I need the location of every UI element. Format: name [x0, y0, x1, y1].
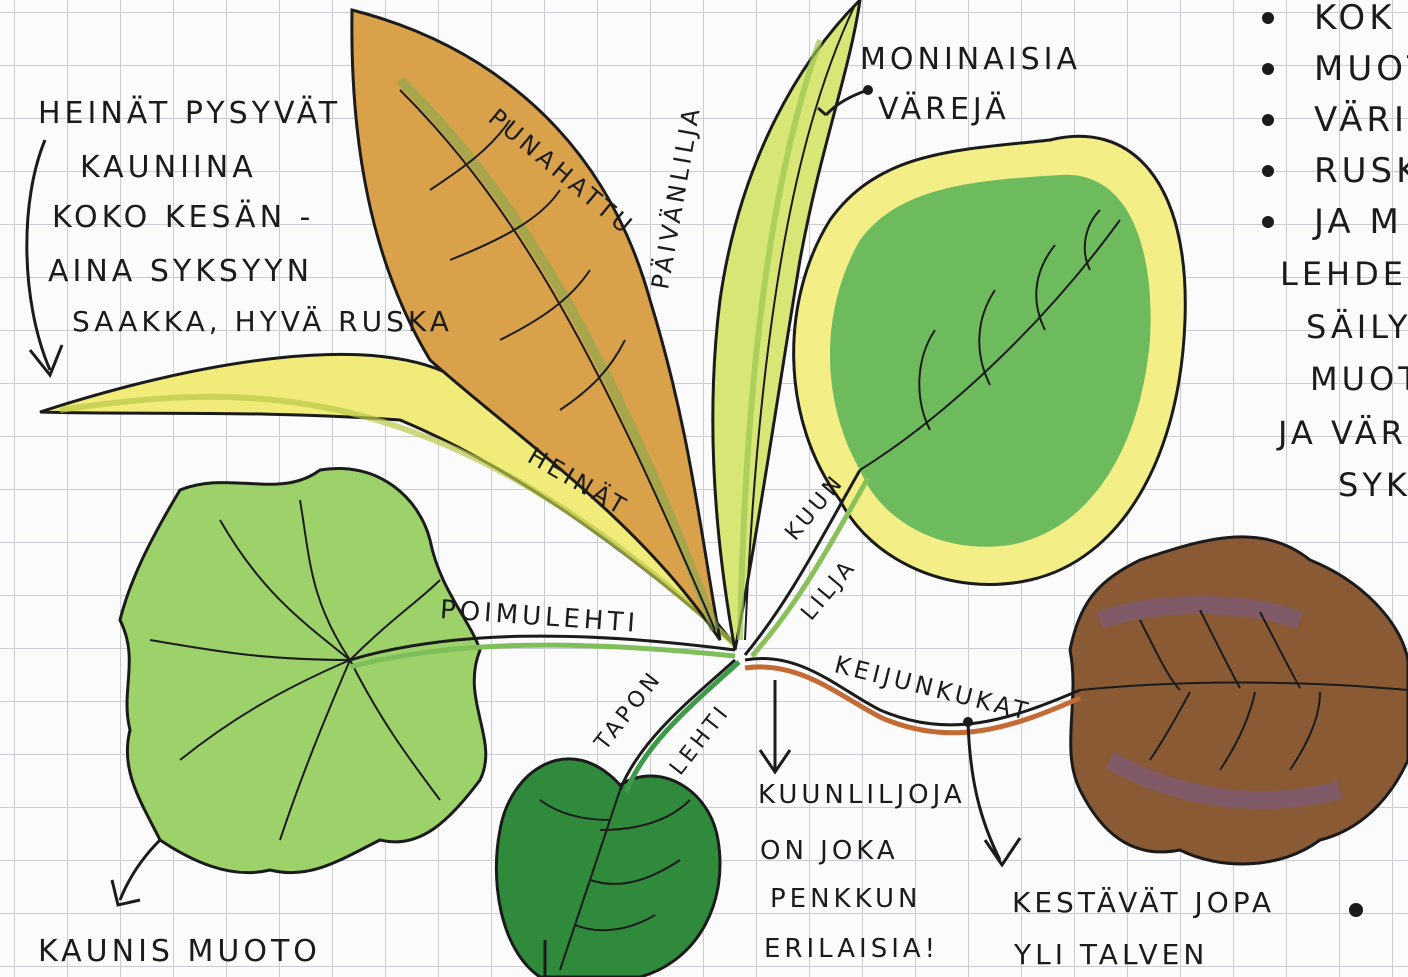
- side-text-line-3: MUOT: [1310, 360, 1408, 398]
- side-text-line-2: SÄILY: [1306, 308, 1408, 346]
- intro-line-4: AINA SYKSYYN: [48, 254, 313, 289]
- kestavat-line-1: KESTÄVÄT JOPA: [1012, 886, 1275, 919]
- side-bullet-list: KOK MUOT VÄRI RUSK JA M: [1262, 0, 1408, 247]
- side-list-item: JA M: [1262, 196, 1408, 247]
- side-list-item: KOK: [1262, 0, 1408, 43]
- bullet-icon: [1262, 216, 1274, 228]
- intro-line-2: KAUNIINA: [80, 150, 257, 185]
- side-list-item: MUOT: [1262, 43, 1408, 94]
- bullet-icon: [1262, 165, 1274, 177]
- kuunliljoja-line-3: PENKKUN: [770, 884, 921, 914]
- moninaisia-line-2: VÄREJÄ: [878, 92, 1010, 127]
- kuunliljoja-line-2: ON JOKA: [760, 836, 899, 866]
- intro-line-5: SAAKKA, HYVÄ RUSKA: [72, 305, 453, 338]
- moninaisia-line-1: MONINAISIA: [860, 42, 1081, 77]
- bullet-icon: [1262, 63, 1274, 75]
- kaunis-muoto-label: KAUNIS MUOTO: [38, 934, 321, 969]
- kuunliljoja-line-4: ERILAISIA!: [764, 934, 939, 964]
- side-text-line-5: SYK: [1338, 466, 1408, 504]
- arrow-kuunliljoja: [760, 680, 790, 772]
- taponlehti-leaf: [496, 759, 720, 977]
- arrow-kestavat: [968, 722, 1020, 865]
- side-text-line-4: JA VÄR: [1278, 414, 1407, 452]
- bullet-icon: [1262, 12, 1274, 24]
- intro-line-3: KOKO KESÄN -: [52, 200, 314, 235]
- bullet-icon: [1262, 114, 1274, 126]
- arrow-kaunis: [112, 840, 160, 905]
- kuunliljoja-line-1: KUUNLILJOJA: [758, 780, 966, 810]
- side-text-line-1: LEHDE: [1280, 255, 1407, 293]
- side-list-item: VÄRI: [1262, 94, 1408, 145]
- poimulehti-leaf: [120, 468, 486, 872]
- intro-line-1: HEINÄT PYSYVÄT: [38, 96, 341, 131]
- side-list-item: RUSK: [1262, 145, 1408, 196]
- keijunkukat-leaf: [1070, 537, 1408, 864]
- kestavat-line-2: YLI TALVEN: [1014, 938, 1208, 971]
